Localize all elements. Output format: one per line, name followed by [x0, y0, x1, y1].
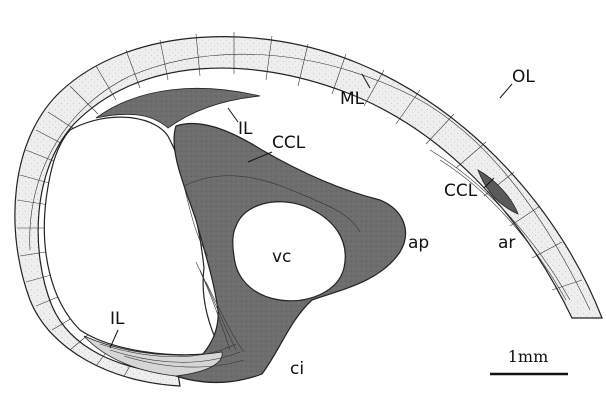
scale-bar-label: 1mm	[508, 347, 549, 366]
leader-ol	[500, 84, 512, 98]
scale-bar: 1mm	[490, 347, 568, 374]
label-ml: ML	[340, 89, 365, 109]
label-ap: ap	[408, 233, 429, 253]
label-il-lower: IL	[110, 309, 125, 329]
label-ccl-right: CCL	[444, 181, 478, 201]
label-ci: ci	[290, 359, 304, 379]
label-il-upper: IL	[238, 119, 253, 139]
label-ol: OL	[512, 67, 535, 87]
leader-il-upper	[228, 108, 238, 122]
label-ccl-center: CCL	[272, 133, 306, 153]
label-vc: vc	[272, 247, 291, 267]
label-ar: ar	[498, 233, 515, 253]
